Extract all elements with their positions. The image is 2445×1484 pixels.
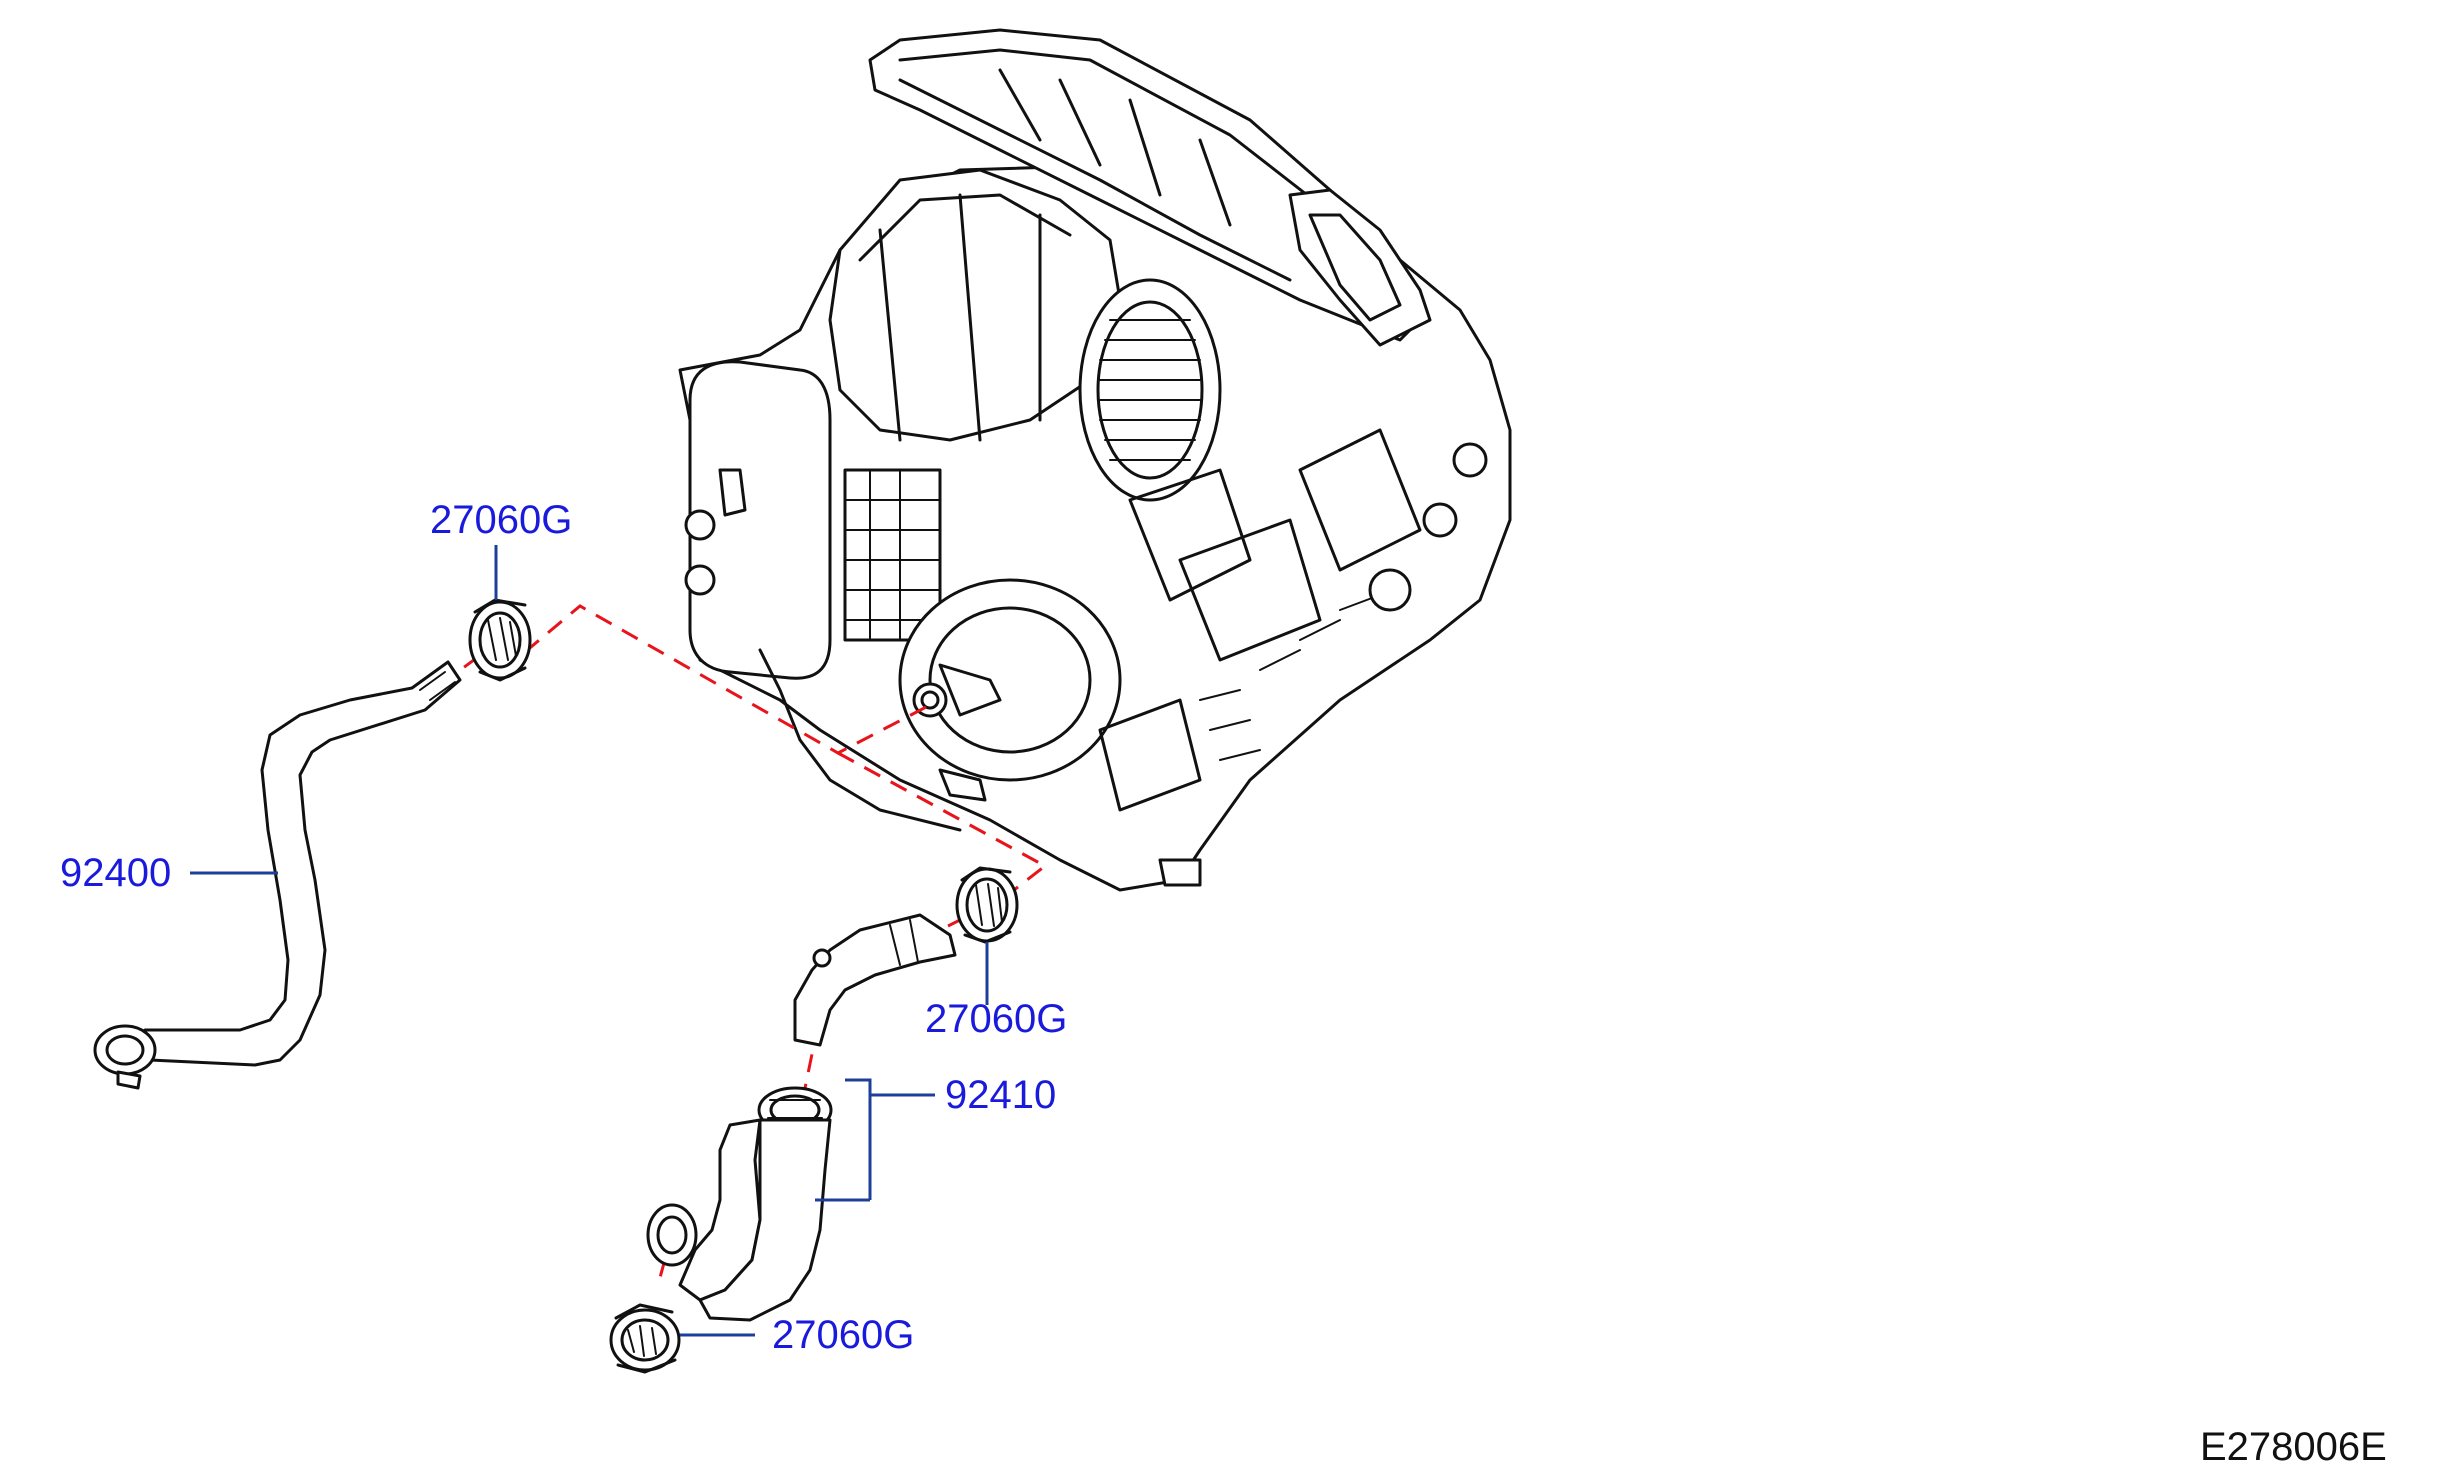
leader-lines [190,545,989,1337]
callout-clamp-mid: 27060G [925,997,1067,1041]
clamp-top-illustration [468,598,532,682]
hose-92400-end-fitting [93,1024,157,1076]
hose-92400-illustration [93,660,462,1090]
leader-hose-right [815,1078,935,1202]
dash-top-clamp-to-unit [524,604,931,755]
hose-92410-illustration [646,913,957,1322]
heater-unit-illustration [678,28,1512,892]
clamp-mid-illustration [955,866,1019,944]
callout-clamp-bottom: 27060G [772,1313,914,1357]
callout-clamp-top: 27060G [430,498,572,542]
callout-hose-right: 92410 [945,1073,1056,1117]
clamp-bottom-illustration [609,1303,681,1374]
figure-id: E278006E [2200,1425,2387,1469]
callout-hose-left: 92400 [60,851,171,895]
